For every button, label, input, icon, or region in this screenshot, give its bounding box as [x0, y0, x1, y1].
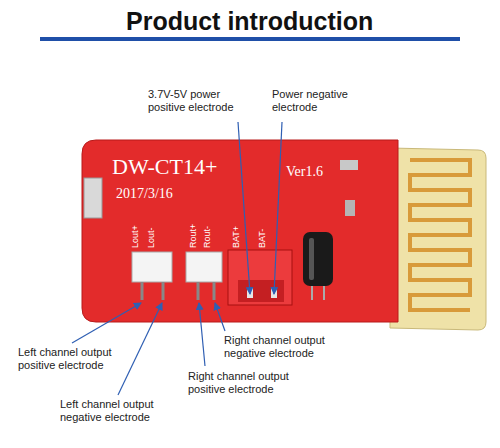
- pin-name: Rout+: [188, 224, 199, 248]
- board-date: 2017/3/16: [116, 186, 173, 203]
- rout-connector: [186, 252, 222, 282]
- leader-arrow: [238, 122, 250, 294]
- board-model: DW-CT14+: [112, 154, 217, 180]
- connector-pin: [197, 282, 200, 300]
- pin-name: Lout+: [130, 225, 141, 248]
- leader-arrow: [199, 303, 205, 366]
- bat-connector-opening: [238, 280, 284, 302]
- callout-label: Power negative electrode: [272, 88, 364, 114]
- pin-name: BAT+: [231, 226, 242, 248]
- pin-name: Rout-: [202, 226, 213, 248]
- red-pcb: [82, 140, 398, 322]
- leader-arrow: [274, 122, 282, 294]
- pin-name: Lout-: [146, 227, 157, 248]
- leader-arrow: [118, 303, 162, 395]
- connector-pin: [141, 282, 144, 300]
- antenna-trace: [410, 160, 470, 310]
- callout-label: Left channel output positive electrode: [18, 346, 140, 372]
- capacitor-lead: [311, 286, 313, 300]
- capacitor-lead: [323, 286, 325, 300]
- smd-part: [345, 200, 355, 216]
- leader-arrow: [215, 303, 225, 331]
- capacitor-highlight: [309, 238, 314, 280]
- leader-arrow: [72, 303, 141, 343]
- capacitor: [303, 232, 333, 286]
- smd-part: [340, 160, 358, 170]
- callout-label: Left channel output negative electrode: [60, 398, 182, 424]
- callout-label: Right channel output negative electrode: [224, 334, 356, 360]
- antenna-pcb: [390, 148, 486, 330]
- page-title: Product introduction: [126, 6, 373, 36]
- callout-label: Right channel output positive electrode: [188, 370, 320, 396]
- callout-label: 3.7V-5V power positive electrode: [148, 88, 260, 114]
- title-underline: [40, 37, 460, 41]
- lout-connector: [132, 252, 172, 282]
- connector-pin: [213, 282, 216, 300]
- usb-port: [84, 178, 102, 218]
- bat-connector: [228, 250, 292, 305]
- board-version: Ver1.6: [286, 164, 323, 181]
- pin-name: BAT-: [257, 229, 268, 248]
- connector-pin: [162, 282, 165, 300]
